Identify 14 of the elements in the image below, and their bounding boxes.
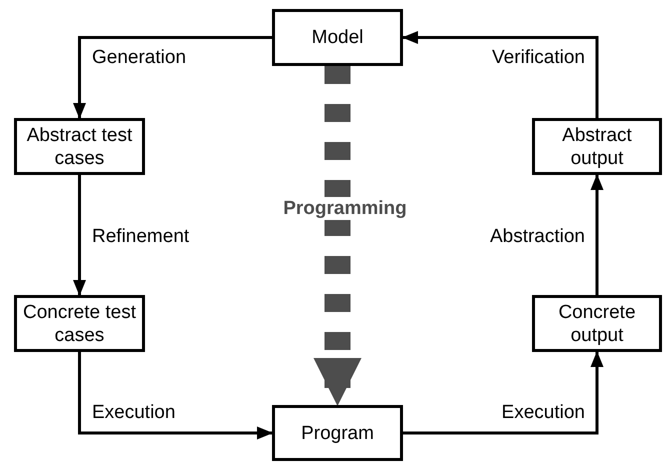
- arrow: [73, 36, 272, 119]
- arrow: [590, 174, 604, 295]
- edge-label: Programming: [283, 197, 407, 220]
- process-box: Concrete output: [532, 295, 662, 352]
- arrow: [73, 175, 86, 296]
- process-box: Program: [272, 405, 403, 461]
- arrow: [402, 31, 598, 118]
- arrow: [403, 351, 604, 434]
- arrow: [314, 66, 362, 406]
- arrow: [78, 352, 273, 440]
- process-box: Model: [272, 9, 403, 66]
- process-box: Abstract output: [532, 118, 662, 175]
- process-box: Abstract test cases: [14, 118, 145, 175]
- process-box: Concrete test cases: [14, 295, 145, 352]
